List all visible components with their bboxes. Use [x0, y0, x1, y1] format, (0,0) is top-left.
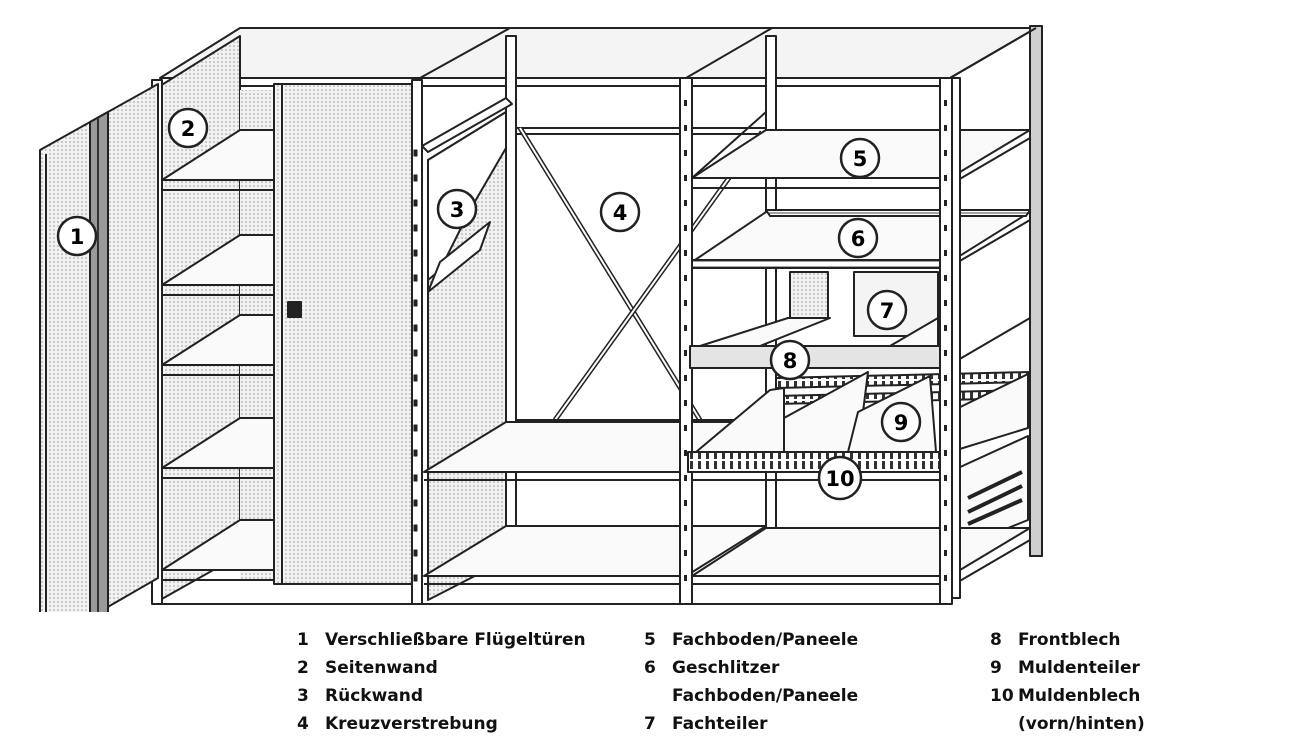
door-lock	[287, 301, 302, 318]
legend-number: 2	[297, 658, 309, 678]
callout-4: 4	[599, 191, 641, 233]
legend-item: 2 Seitenwand	[297, 654, 586, 682]
legend-number: 10	[990, 686, 1014, 706]
top-panel	[159, 27, 1037, 79]
legend-number: 5	[644, 630, 656, 650]
callout-7: 7	[866, 289, 908, 331]
callout-5-label: 5	[853, 147, 868, 171]
legend-label: Frontblech	[1018, 630, 1121, 650]
callout-10-label: 10	[825, 467, 854, 491]
callout-1: 1	[56, 215, 98, 257]
legend-item: 9 Muldenteiler	[990, 654, 1145, 682]
callout-3: 3	[436, 188, 478, 230]
legend-label: Muldenblech	[1018, 686, 1141, 706]
callout-5: 5	[839, 137, 881, 179]
bin-plate	[687, 451, 945, 473]
front-plate	[689, 345, 943, 369]
legend-item: 8 Frontblech	[990, 626, 1145, 654]
legend-number: 9	[990, 658, 1002, 678]
legend-label: Fachboden/Paneele	[672, 630, 859, 650]
legend-label: Fachboden/Paneele	[672, 686, 859, 706]
legend-item: Fachboden/Paneele	[644, 682, 858, 710]
legend-item: 4 Kreuzverstrebung	[297, 710, 586, 738]
callout-6: 6	[837, 217, 879, 259]
shelf-divider-back	[789, 271, 829, 319]
callout-7-label: 7	[880, 299, 895, 323]
callout-8-label: 8	[783, 349, 798, 373]
legend-label: Muldenteiler	[1018, 658, 1140, 678]
callout-3-label: 3	[450, 198, 465, 222]
shelving-diagram: 1 2 3 4 5 6 7 8 9 10	[39, 25, 1043, 612]
legend-number: 3	[297, 686, 309, 706]
legend-label: Kreuzverstrebung	[325, 714, 498, 734]
callout-10: 10	[817, 455, 863, 501]
legend-item: (vorn/hinten)	[990, 710, 1145, 738]
legend-item: 3 Rückwand	[297, 682, 586, 710]
legend-label: Verschließbare Flügeltüren	[325, 630, 586, 650]
callout-8: 8	[769, 339, 811, 381]
callout-9: 9	[880, 401, 922, 443]
legend-label: Fachteiler	[672, 714, 768, 734]
right-back-post	[1029, 25, 1043, 557]
legend-label: (vorn/hinten)	[1018, 714, 1145, 734]
legend-number: 4	[297, 714, 309, 734]
legend-label: Seitenwand	[325, 658, 438, 678]
legend-number: 8	[990, 630, 1002, 650]
legend-item: 7 Fachteiler	[644, 710, 858, 738]
callout-9-label: 9	[894, 411, 909, 435]
legend-number: 1	[297, 630, 309, 650]
right-door	[273, 83, 419, 585]
callout-1-label: 1	[70, 225, 85, 249]
callout-6-label: 6	[851, 227, 866, 251]
legend-item: 5 Fachboden/Paneele	[644, 626, 858, 654]
callout-2-label: 2	[181, 117, 196, 141]
callout-2: 2	[167, 107, 209, 149]
legend-label: Rückwand	[325, 686, 424, 706]
legend-number: 7	[644, 714, 656, 734]
legend-item: 1 Verschließbare Flügeltüren	[297, 626, 586, 654]
callout-4-label: 4	[613, 201, 628, 225]
legend-label: Geschlitzer	[672, 658, 780, 678]
legend-number: 6	[644, 658, 656, 678]
legend-item: 6 Geschlitzer	[644, 654, 858, 682]
